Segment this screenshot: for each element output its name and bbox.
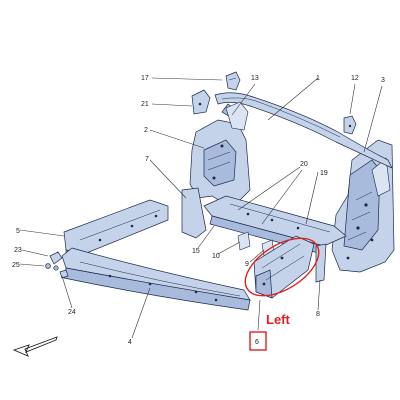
callout-25: 25 xyxy=(12,262,20,269)
leader-lines xyxy=(19,77,383,339)
callout-6: 6 xyxy=(255,339,259,346)
left-crash-box xyxy=(244,235,320,299)
front-bumper-beam xyxy=(61,247,251,311)
callout-10: 10 xyxy=(212,253,220,260)
callout-9: 9 xyxy=(245,261,249,268)
callout-2: 2 xyxy=(144,127,148,134)
callout-6-box: 6 xyxy=(249,331,267,351)
callout-13: 13 xyxy=(251,75,259,82)
left-shock-tower xyxy=(181,101,251,239)
callout-4: 4 xyxy=(128,339,132,346)
callout-15: 15 xyxy=(192,248,200,255)
bracket-21 xyxy=(191,89,211,115)
callout-19: 19 xyxy=(320,170,328,177)
callout-8: 8 xyxy=(316,311,320,318)
small-hardware xyxy=(45,251,69,279)
callout-23: 23 xyxy=(14,247,22,254)
highlight-ellipse xyxy=(244,237,320,297)
callout-20: 20 xyxy=(300,161,308,168)
callout-24: 24 xyxy=(68,309,76,316)
callout-17: 17 xyxy=(141,75,149,82)
callout-3: 3 xyxy=(381,77,385,84)
bracket-17 xyxy=(225,71,241,91)
callout-7: 7 xyxy=(145,156,149,163)
right-strut-tower xyxy=(331,139,395,273)
callout-1: 1 xyxy=(316,75,320,82)
callout-5: 5 xyxy=(16,228,20,235)
callout-numbers: 17 13 1 12 3 21 2 7 20 19 15 10 9 8 5 23… xyxy=(12,75,385,346)
arrow-icon xyxy=(12,336,58,357)
callout-21: 21 xyxy=(141,101,149,108)
bracket-12 xyxy=(343,115,357,135)
callout-12: 12 xyxy=(351,75,359,82)
side-label: Left xyxy=(266,312,291,327)
